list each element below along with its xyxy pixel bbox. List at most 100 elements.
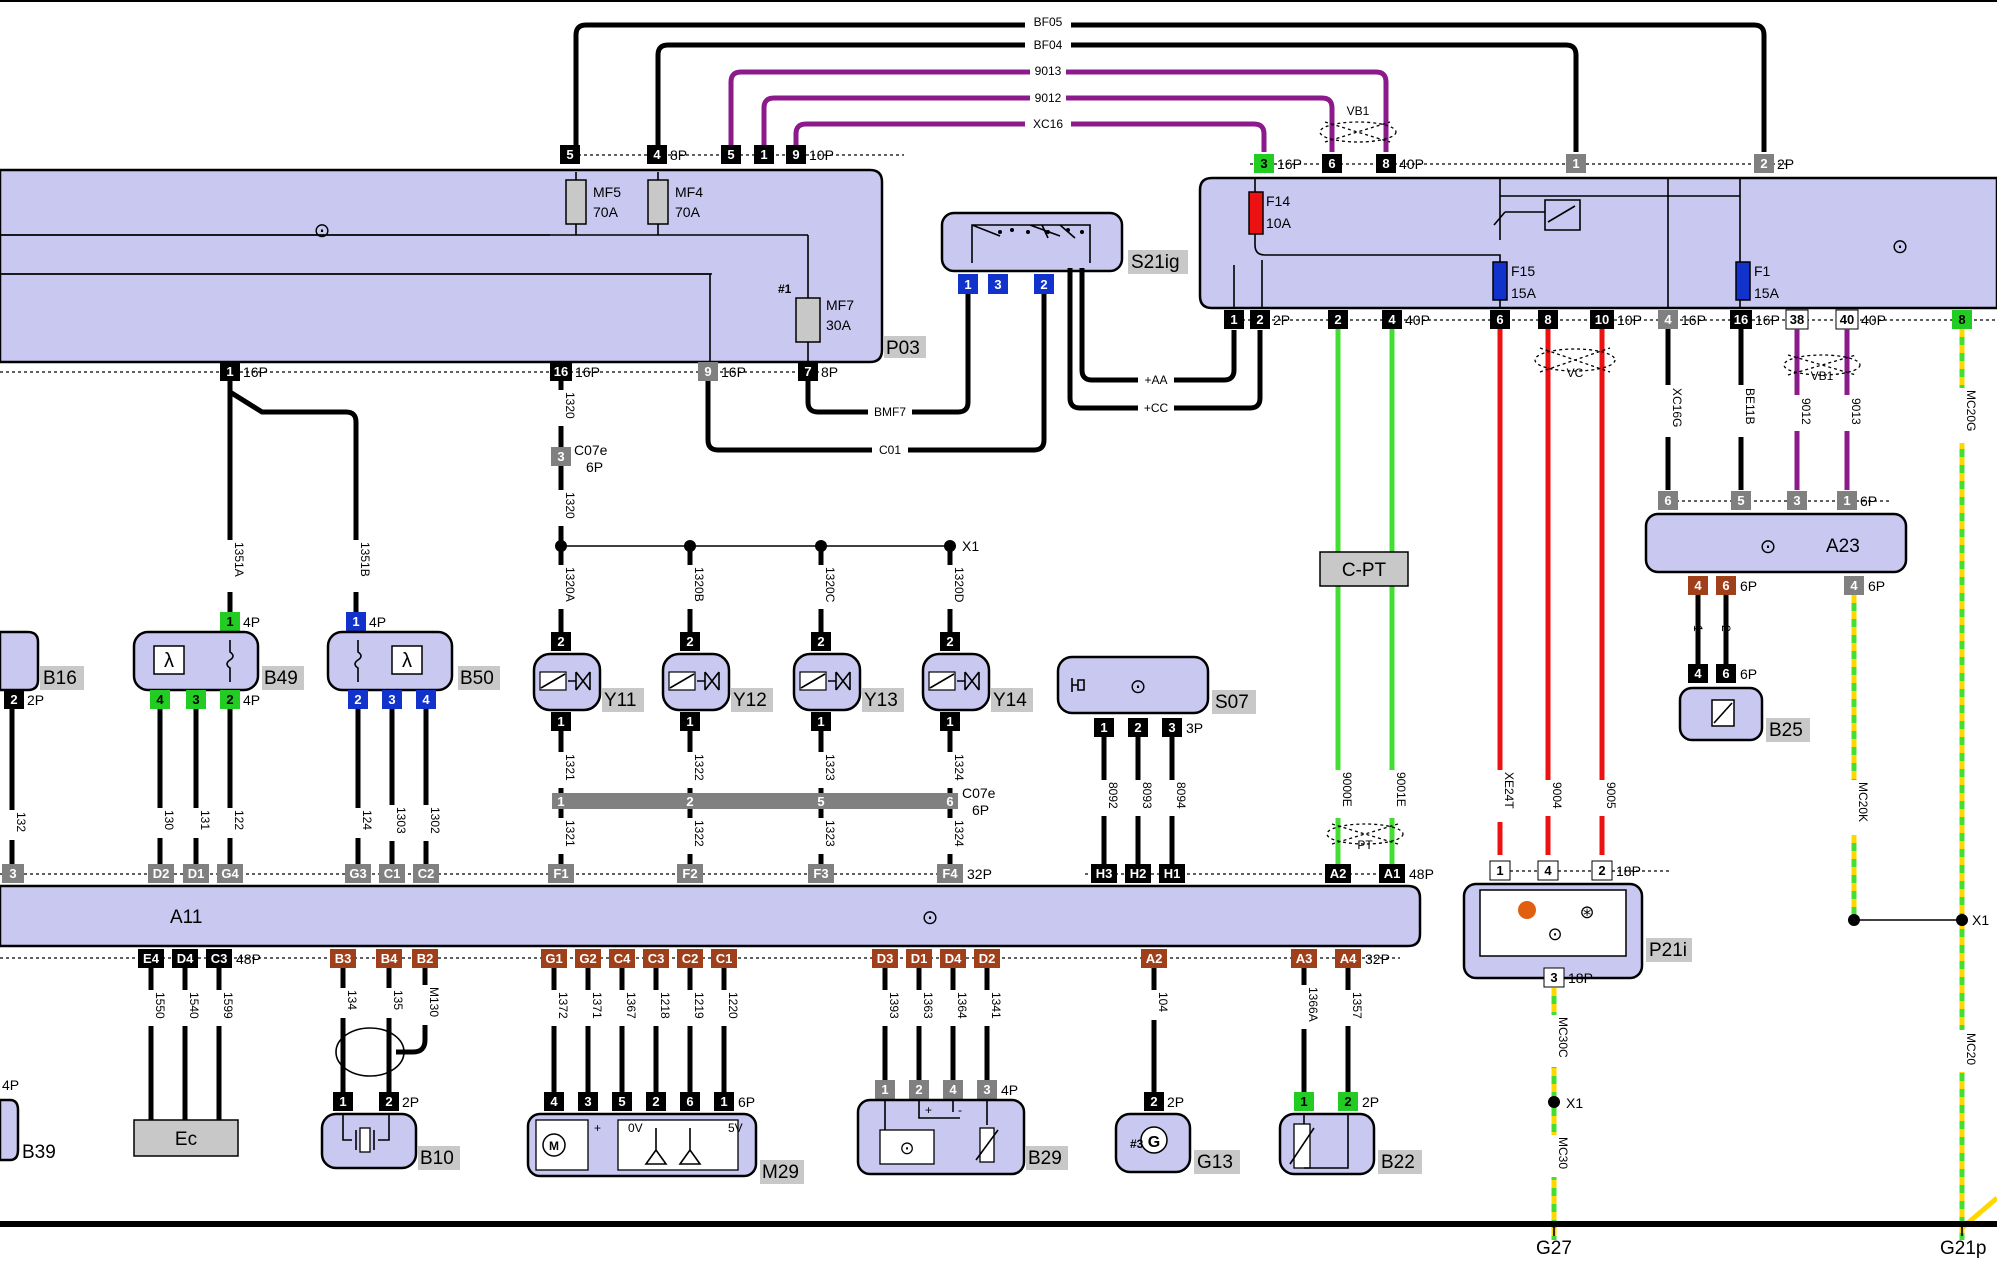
svg-text:1320A: 1320A [563, 567, 577, 602]
svg-text:1320B: 1320B [692, 567, 706, 602]
svg-text:8: 8 [1958, 312, 1965, 327]
ground-icon: ⊙ [899, 1138, 914, 1158]
svg-text:8P: 8P [670, 147, 687, 163]
svg-text:104: 104 [1156, 992, 1170, 1012]
svg-text:18P: 18P [1616, 863, 1641, 879]
svg-text:1341: 1341 [989, 992, 1003, 1019]
svg-text:10P: 10P [809, 147, 834, 163]
ground-icon: ⊙ [922, 907, 939, 929]
module-p03: ⊙ MF5 70A MF4 70A #1 MF7 30A P03 [0, 168, 926, 372]
svg-text:1: 1 [1843, 493, 1850, 508]
label-c-pt: C-PT [1342, 560, 1387, 581]
svg-text:8092: 8092 [1106, 782, 1120, 809]
svg-text:4P: 4P [243, 692, 260, 708]
svg-text:9000E: 9000E [1340, 772, 1354, 807]
gauge-icon: ⊛ [1579, 902, 1594, 922]
top-wire-9012: 9012 [761, 90, 1335, 152]
svg-text:1219: 1219 [692, 992, 706, 1019]
svg-text:1: 1 [339, 1094, 346, 1109]
svg-text:6: 6 [1664, 493, 1671, 508]
wires-1320: 1320 3 C07e 6P 1320 X1 1320A 1320B 1320C… [551, 381, 979, 632]
svg-text:134: 134 [345, 990, 359, 1010]
lambda-icon: λ [164, 650, 174, 672]
label-m29: M29 [762, 1162, 799, 1183]
svg-text:X1: X1 [1972, 912, 1989, 928]
svg-text:9: 9 [704, 364, 711, 379]
svg-text:2: 2 [686, 634, 693, 649]
top-wire-xc16: XC16 [793, 116, 1267, 152]
svg-text:5: 5 [618, 1094, 625, 1109]
svg-text:1: 1 [557, 794, 564, 809]
module-b50: 1 4P λ B50 2 3 4 [326, 612, 500, 709]
svg-text:VC: VC [1567, 366, 1584, 380]
svg-text:F1: F1 [553, 866, 568, 881]
svg-text:6: 6 [946, 794, 953, 809]
svg-text:6: 6 [1496, 312, 1503, 327]
svg-text:MF7: MF7 [826, 297, 854, 313]
svg-text:1550: 1550 [153, 992, 167, 1019]
svg-text:2: 2 [1134, 720, 1141, 735]
ground-icon: ⊙ [1760, 536, 1777, 558]
svg-text:1: 1 [226, 364, 233, 379]
svg-text:C1: C1 [384, 866, 401, 881]
svg-text:6: 6 [1328, 156, 1335, 171]
svg-text:40P: 40P [1399, 156, 1424, 172]
module-b10: 134 135 M130 1 2 2P B10 [320, 968, 460, 1170]
svg-text:38: 38 [1790, 312, 1804, 327]
svg-text:+AA: +AA [1144, 373, 1167, 387]
svg-text:XE24T: XE24T [1502, 772, 1516, 809]
label-a11: A11 [170, 907, 202, 928]
svg-text:G2: G2 [579, 951, 596, 966]
svg-text:1351B: 1351B [358, 542, 372, 577]
svg-text:3: 3 [388, 692, 395, 707]
svg-text:16P: 16P [1681, 312, 1706, 328]
svg-text:1324: 1324 [952, 754, 966, 781]
svg-text:G4: G4 [221, 866, 239, 881]
module-b49: 1 4P λ B49 4 3 2 4P [132, 612, 304, 709]
svg-text:+: + [594, 1121, 601, 1135]
svg-text:9005: 9005 [1604, 782, 1618, 809]
svg-text:1322: 1322 [692, 754, 706, 781]
svg-text:A4: A4 [1340, 951, 1357, 966]
svg-text:D4: D4 [177, 951, 194, 966]
label-s21ig: S21ig [1131, 252, 1180, 273]
svg-text:C07e: C07e [962, 785, 996, 801]
svg-text:C3: C3 [211, 951, 228, 966]
svg-text:6: 6 [1722, 578, 1729, 593]
module-b25: 1 2 4 6 6P B25 [1678, 595, 1810, 742]
svg-text:8P: 8P [821, 364, 838, 380]
label-b22: B22 [1381, 1152, 1415, 1173]
svg-text:9001E: 9001E [1394, 772, 1408, 807]
valves-y11-y14: 2 Y11 1 2 Y12 1 2 Y13 1 2 Y14 1 [532, 632, 1033, 731]
svg-text:B3: B3 [335, 951, 352, 966]
svg-text:7: 7 [804, 364, 811, 379]
svg-text:E4: E4 [143, 951, 160, 966]
svg-text:C3: C3 [648, 951, 665, 966]
svg-text:1: 1 [686, 714, 693, 729]
svg-text:1: 1 [964, 277, 971, 292]
svg-text:6: 6 [1722, 666, 1729, 681]
svg-text:B4: B4 [381, 951, 398, 966]
label-b25: B25 [1769, 720, 1803, 741]
svg-text:1321: 1321 [563, 820, 577, 847]
svg-text:4: 4 [949, 1082, 957, 1097]
wires-y-to-a11: 1321 1322 1323 1324 1 2 5 6 C07e 6P 1321… [552, 731, 996, 870]
svg-text:#1: #1 [778, 282, 792, 296]
svg-text:MC20: MC20 [1964, 1033, 1978, 1065]
fuse-mf7 [795, 297, 821, 343]
label-p21i: P21i [1649, 940, 1687, 961]
svg-text:2: 2 [686, 794, 693, 809]
svg-text:124: 124 [360, 810, 374, 830]
svg-text:A2: A2 [1330, 866, 1347, 881]
svg-text:18P: 18P [1568, 970, 1593, 986]
svg-text:A1: A1 [1384, 866, 1401, 881]
svg-text:3: 3 [9, 866, 16, 881]
svg-text:5V: 5V [728, 1121, 743, 1135]
svg-text:40P: 40P [1405, 312, 1430, 328]
svg-text:VB1: VB1 [1811, 369, 1834, 383]
module-s21ig: S21ig 1 3 2 [940, 211, 1188, 294]
svg-text:70A: 70A [593, 204, 619, 220]
svg-text:F14: F14 [1266, 193, 1290, 209]
wires-cpt: C-PT 9000E 9001E PT [1319, 329, 1409, 870]
